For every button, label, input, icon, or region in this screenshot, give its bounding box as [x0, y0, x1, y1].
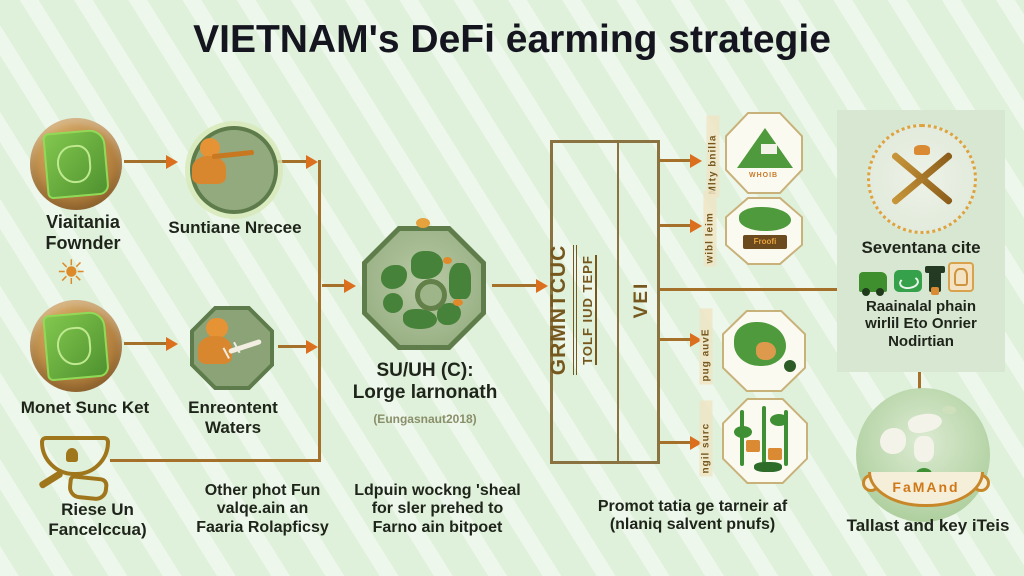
person-head-icon — [206, 318, 226, 338]
bus-line-left — [318, 160, 321, 462]
plant-blob — [411, 251, 443, 279]
arrow-bus-to-hub — [322, 284, 344, 287]
line-rise-to-bus — [110, 459, 321, 462]
crossed-tools-dotted-circle-icon — [867, 124, 977, 234]
gate-box: GRMNTCUC TOLF IUD TEPF VEI — [547, 140, 660, 464]
flower-icon — [416, 218, 430, 228]
badge-2-side-label: wibl leim — [703, 190, 717, 267]
tractor-icon — [859, 272, 887, 296]
badge-field-sign-icon: Froofi — [725, 197, 803, 265]
gate-text-line1: GRMNTCUC — [547, 244, 577, 376]
sun-icon: ☀ — [56, 254, 87, 292]
map-circle-icon: FaMAnd — [856, 388, 990, 522]
arrow-market-to-environment — [124, 342, 166, 345]
person-fork-medallion-icon — [190, 306, 274, 390]
bowl-shape — [40, 436, 110, 476]
garden-post — [740, 410, 744, 466]
orange-dot — [453, 299, 463, 306]
plant-blob — [403, 309, 437, 329]
green-document-icon — [42, 128, 110, 200]
page-title: VIETNAM's DeFi ėarming strategie — [193, 18, 831, 61]
arrow-founder-to-sunshine — [124, 160, 166, 163]
garden-post — [762, 406, 766, 468]
gate-left-text: GRMNTCUC TOLF IUD TEPF — [547, 205, 597, 415]
spoon-icon — [38, 469, 64, 490]
leaf-blob — [734, 426, 752, 438]
badge-face — [724, 400, 806, 482]
seed-bag-icon — [894, 270, 922, 292]
plant-octagon-icon — [362, 226, 486, 350]
arrow-gate-to-badge-2 — [660, 224, 690, 227]
coin-document-icon — [30, 300, 122, 392]
green-document-icon — [42, 310, 110, 382]
coin-document-icon — [30, 118, 122, 210]
plant-blob — [383, 293, 403, 313]
map-blob — [906, 410, 944, 436]
badge-1-side-label: Mlty bnilla — [706, 115, 720, 198]
garden-post — [784, 410, 788, 466]
badge-face — [724, 312, 804, 390]
arrow-environment-to-bus — [278, 345, 306, 348]
hub-label: SU/UH (C): Lorge larnonath — [352, 360, 498, 403]
gate-divider — [617, 143, 619, 461]
rise-label: Riese Un Fancelccua) — [48, 500, 147, 539]
planter-box — [768, 448, 782, 460]
arrow-gate-to-badge-4 — [660, 441, 690, 444]
bottle-blob — [449, 263, 471, 299]
octagon-face — [367, 231, 481, 345]
final-caption: Tallast and key iTeis — [846, 516, 1010, 535]
badge-face: WHOIB — [727, 114, 801, 192]
badge-map-hand-icon — [722, 310, 806, 392]
badge-face: Froofi — [727, 199, 801, 263]
person-pencil-medallion-icon — [190, 126, 278, 214]
panel-title: Seventana cite — [861, 238, 981, 257]
ribbon-banner: FaMAnd — [868, 472, 984, 507]
badge-4-side-label: ngil surc — [699, 400, 713, 477]
map-blob — [880, 428, 906, 454]
plant-blob — [381, 265, 407, 289]
arrow-hub-to-gate — [492, 284, 536, 287]
gate-right-text: VEI — [631, 281, 652, 319]
founder-label: Viaitania Fownder — [45, 212, 121, 253]
line-gate-to-panel — [660, 288, 837, 291]
coin-dot-icon — [784, 360, 796, 372]
note-promo: Promot tatia ge tarneir af (nlaniq salve… — [597, 498, 788, 534]
building-icon — [761, 144, 777, 154]
environment-label: Enreontent Waters — [188, 398, 278, 437]
person-body-icon — [192, 156, 226, 184]
plant-blob — [437, 303, 461, 325]
arrow-gate-to-badge-1 — [660, 159, 690, 162]
map-blob — [914, 436, 934, 462]
badge-mountain-farm-icon: WHOIB — [725, 112, 803, 194]
swirl-ring — [415, 279, 447, 311]
field-icon — [739, 207, 791, 231]
arrow-sunshine-to-bus — [276, 160, 306, 163]
gate-text-line2: TOLF IUD TEPF — [580, 255, 597, 365]
planter-box — [746, 440, 760, 452]
tool-head-icon — [914, 145, 930, 155]
badge-1-caption: WHOIB — [749, 172, 779, 179]
bowl-base-shape — [66, 473, 110, 503]
farmer-figure-icon — [948, 262, 974, 292]
base-blob — [754, 462, 782, 472]
seventana-panel: Seventana cite Raainalal phain wirlil Et… — [837, 110, 1005, 372]
leaf-blob — [770, 414, 788, 426]
arrow-gate-to-badge-3 — [660, 338, 690, 341]
map-speck — [942, 406, 956, 414]
badge-vertical-garden-icon — [722, 398, 808, 484]
badge-3-side-label: pug auvE — [699, 308, 713, 385]
note-liquidity: Ldpuin wockng 'sheal for sler prehed to … — [354, 482, 521, 536]
note-other: Other phot Fun valqe.ain an Faaria Rolap… — [196, 482, 329, 536]
sunshine-label: Suntiane Nrecee — [168, 218, 302, 237]
panel-body: Raainalal phain wirlil Eto Onrier Nodirt… — [865, 298, 977, 350]
panel-icon-row — [859, 262, 974, 296]
bowl-icon — [30, 432, 120, 508]
badge-2-sign: Froofi — [743, 235, 787, 249]
orange-dot — [443, 257, 452, 264]
money-market-label: Monet Sunc Ket — [20, 398, 150, 417]
hub-sublabel: (Eungasnaut2018) — [373, 412, 477, 426]
hand-icon — [756, 342, 776, 360]
hammer-icon — [925, 266, 945, 295]
